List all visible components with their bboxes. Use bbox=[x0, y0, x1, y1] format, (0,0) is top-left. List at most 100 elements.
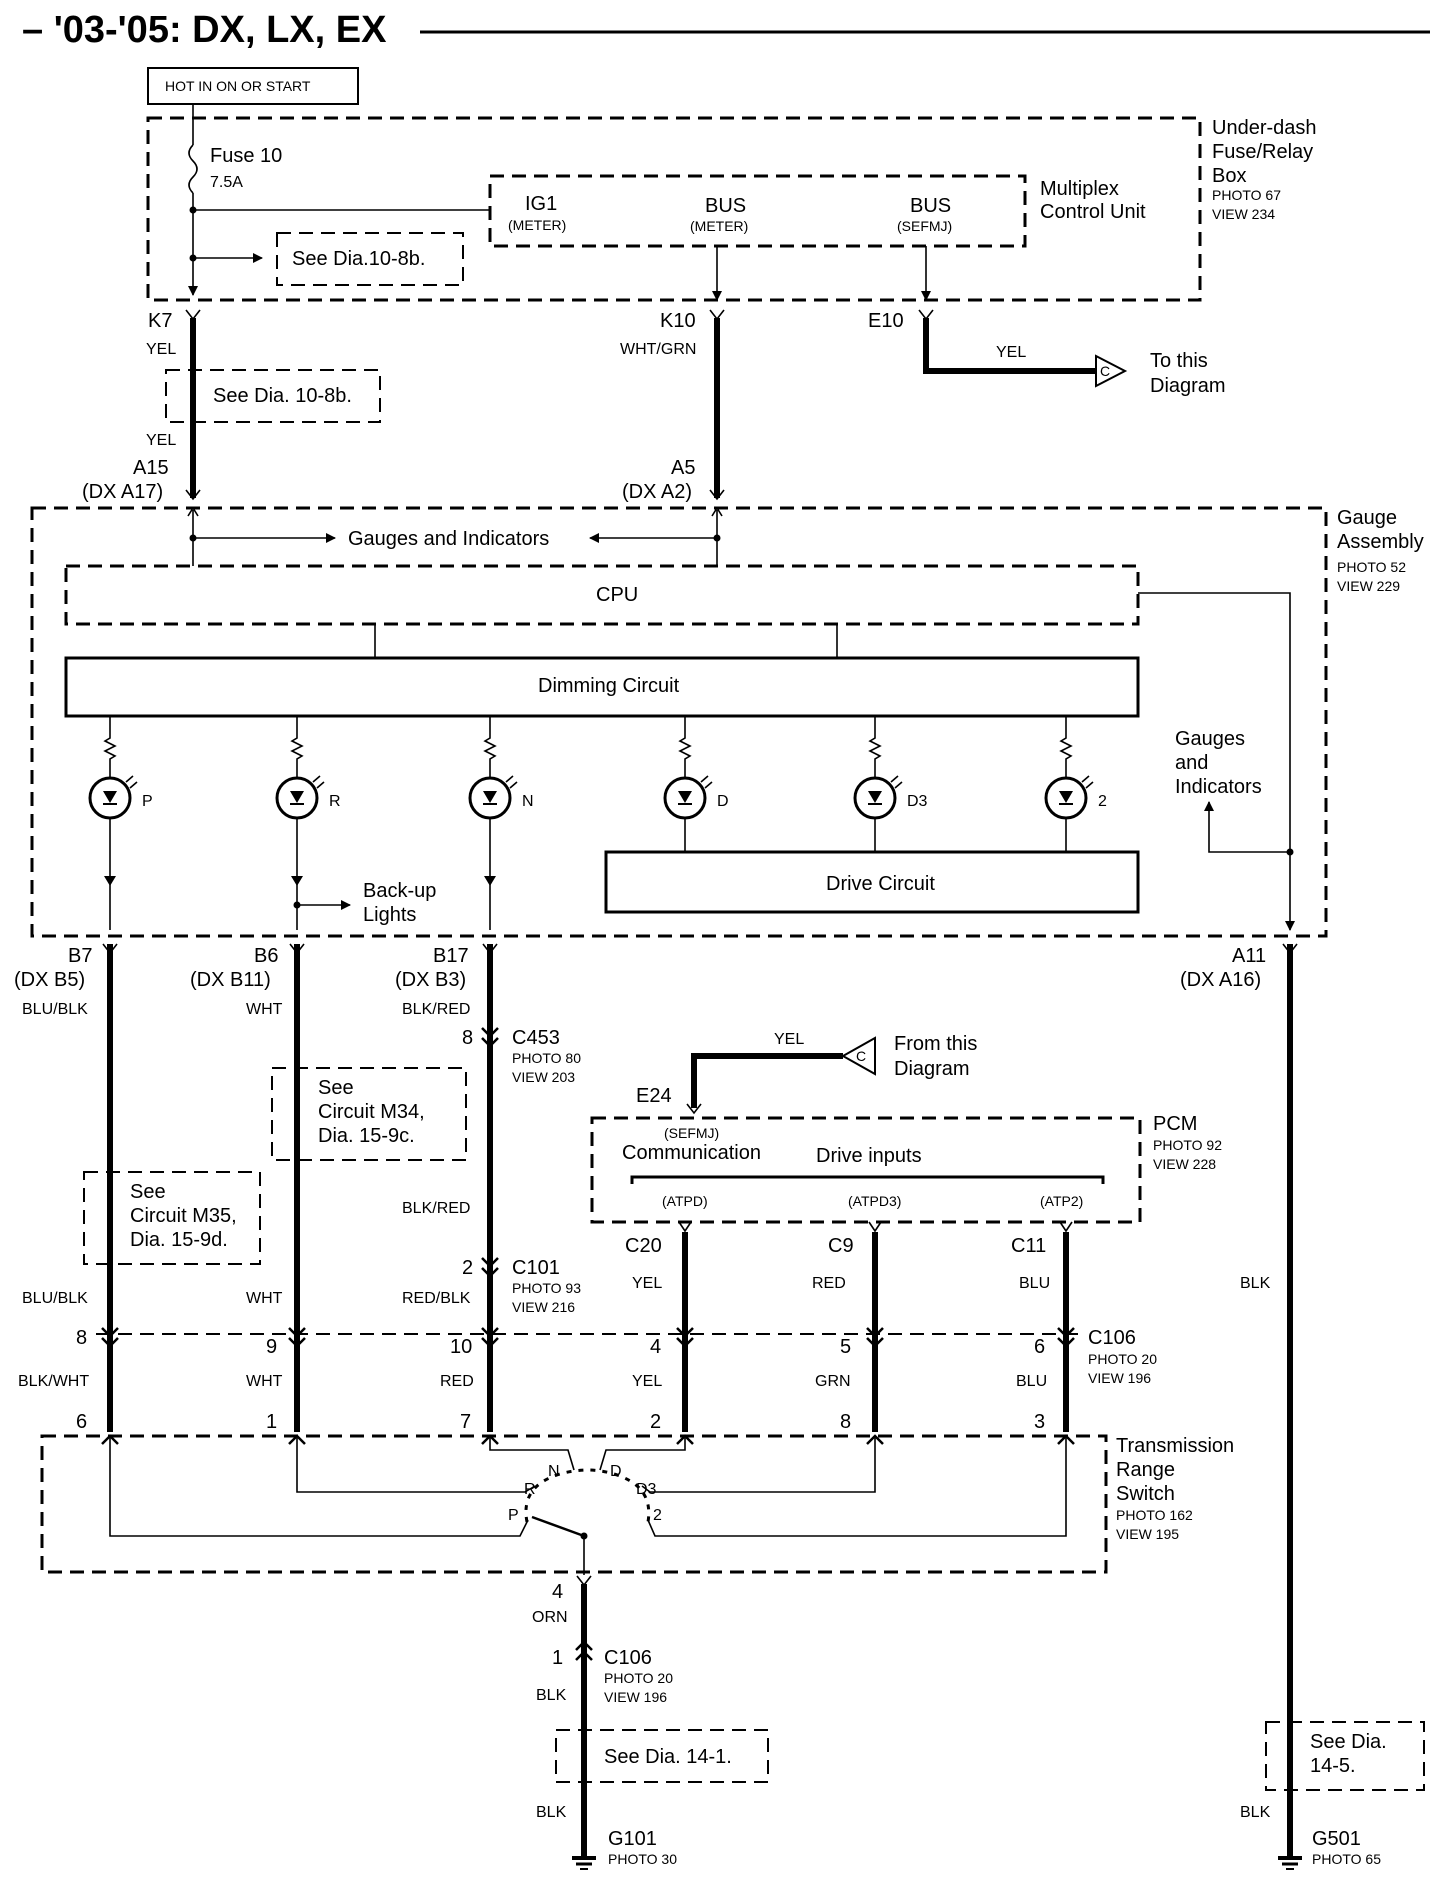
pcm-sefmj: (SEFMJ) bbox=[664, 1125, 719, 1141]
c106-pin-symbol bbox=[866, 1327, 884, 1348]
fuse-box-label-1: Under-dash bbox=[1212, 117, 1317, 139]
multiplex-control-unit-outline bbox=[488, 174, 1027, 248]
trs-label-1: Transmission bbox=[1116, 1435, 1234, 1457]
light-rays-icon bbox=[125, 775, 138, 789]
c101-pin: 2 bbox=[462, 1257, 473, 1279]
resistor-symbol bbox=[1059, 716, 1073, 778]
trs-wire-p bbox=[109, 1438, 529, 1537]
wire-color-k7: YEL bbox=[146, 341, 176, 358]
terminal-b6-dx: (DX B11) bbox=[190, 969, 271, 991]
junction-dot bbox=[189, 254, 197, 262]
gauges-indicators-right-3: Indicators bbox=[1175, 776, 1262, 798]
terminal-a15: A15 bbox=[133, 457, 169, 479]
pin-k10 bbox=[709, 309, 725, 321]
indicator-lamp-d: D bbox=[663, 716, 729, 852]
trs-wire-d bbox=[599, 1438, 686, 1471]
see-m35-2: Circuit M35, bbox=[130, 1205, 237, 1227]
from-diagram-label-1: From this bbox=[894, 1033, 977, 1055]
lamp-label: D3 bbox=[907, 793, 928, 810]
transmission-range-switch-outline bbox=[40, 1434, 1108, 1574]
wire-color: GRN bbox=[815, 1373, 851, 1390]
indicator-lamp-d3: D3 bbox=[853, 716, 928, 852]
power-source-label: HOT IN ON OR START bbox=[165, 78, 311, 94]
fuse-10-symbol bbox=[188, 144, 198, 194]
pcm-atp2: (ATP2) bbox=[1040, 1193, 1083, 1209]
pin-a15 bbox=[185, 489, 201, 501]
connector-c453-symbol bbox=[481, 1027, 499, 1048]
trs-pin: 3 bbox=[1034, 1411, 1045, 1433]
wire-color-a15: YEL bbox=[146, 432, 176, 449]
wire-color: WHT bbox=[246, 1290, 283, 1307]
diode-icon bbox=[484, 876, 496, 886]
wire-color: YEL bbox=[632, 1373, 662, 1390]
a15-tip bbox=[187, 506, 199, 517]
mcu-bus-sefmj: BUS bbox=[910, 195, 951, 217]
backup-lights-label-1: Back-up bbox=[363, 880, 436, 902]
wire-color-blk-g101b: BLK bbox=[536, 1804, 567, 1821]
led-icon bbox=[678, 791, 692, 803]
see-dia-10-8b-box-b bbox=[165, 369, 381, 423]
c106-pin-symbol bbox=[1057, 1327, 1075, 1348]
wire-color: BLU bbox=[1019, 1275, 1050, 1292]
see-dia-10-8b-b: See Dia. 10-8b. bbox=[213, 385, 352, 407]
junction-dot bbox=[189, 206, 197, 214]
resistor-symbol bbox=[678, 716, 692, 778]
trs-pos-p: P bbox=[508, 1507, 519, 1524]
c106-pin: 6 bbox=[1034, 1336, 1045, 1358]
pin-c20 bbox=[678, 1221, 692, 1233]
see-dia-14-5-2: 14-5. bbox=[1310, 1755, 1356, 1777]
dimming-circuit-label: Dimming Circuit bbox=[538, 675, 680, 697]
fuse-box-label-3: Box bbox=[1212, 165, 1246, 187]
wire-colors-upper: BLU/BLK WHT RED/BLK YEL RED BLU BLK bbox=[22, 1275, 1271, 1307]
pin-c9 bbox=[868, 1221, 882, 1233]
drive-circuit-block bbox=[604, 850, 1140, 914]
pin-b6 bbox=[289, 943, 305, 955]
c106-label: C106 bbox=[1088, 1327, 1136, 1349]
wire-e10-to-diagram bbox=[923, 318, 1096, 374]
trs-pos-2: 2 bbox=[653, 1507, 662, 1524]
trs-wiper-arm bbox=[531, 1515, 585, 1538]
trs-pos-n: N bbox=[548, 1463, 560, 1480]
trs-pin: 8 bbox=[840, 1411, 851, 1433]
resistor-symbol bbox=[290, 716, 304, 778]
c106-pin: 10 bbox=[450, 1336, 472, 1358]
c453-pin: 8 bbox=[462, 1027, 473, 1049]
c106b-label: C106 bbox=[604, 1647, 652, 1669]
mcu-bus-meter-sub: (METER) bbox=[690, 218, 748, 234]
mcu-bus-meter: BUS bbox=[705, 195, 746, 217]
gauges-indicators-right-1: Gauges bbox=[1175, 728, 1245, 750]
wire-color-b17: BLK/RED bbox=[402, 1001, 470, 1018]
indicator-lamp-2: 2 bbox=[1044, 716, 1107, 852]
cpu-to-a11-wire bbox=[1138, 592, 1295, 931]
c106-pin-symbol bbox=[101, 1327, 119, 1348]
terminal-c9: C9 bbox=[828, 1235, 854, 1257]
trs-photo: PHOTO 162 bbox=[1116, 1507, 1193, 1523]
trs-label-2: Range bbox=[1116, 1459, 1175, 1481]
terminal-a5-dx: (DX A2) bbox=[622, 481, 692, 503]
c106-pin-numbers: 8 9 10 4 5 6 bbox=[76, 1327, 1045, 1358]
junction-dot bbox=[713, 534, 721, 542]
wire-color-b7: BLU/BLK bbox=[22, 1001, 88, 1018]
pcm-outline bbox=[590, 1116, 1142, 1224]
trs-pin: 2 bbox=[650, 1411, 661, 1433]
power-source-box bbox=[147, 67, 359, 105]
fuse-10-label: Fuse 10 bbox=[210, 145, 282, 167]
see-dia-10-8b-box-a bbox=[276, 232, 464, 286]
junction-dot bbox=[189, 534, 197, 542]
pin-k7 bbox=[185, 309, 201, 321]
gauge-label-1: Gauge bbox=[1337, 507, 1397, 529]
see-m35-1: See bbox=[130, 1181, 166, 1203]
terminal-c20: C20 bbox=[625, 1235, 662, 1257]
c106-pin-symbol bbox=[288, 1327, 306, 1348]
gauge-photo: PHOTO 52 bbox=[1337, 559, 1406, 575]
see-dia-14-5-box bbox=[1265, 1721, 1425, 1791]
wire-color: YEL bbox=[632, 1275, 662, 1292]
led-icon bbox=[103, 791, 117, 803]
c106-pin: 5 bbox=[840, 1336, 851, 1358]
from-diagram-label-2: Diagram bbox=[894, 1058, 970, 1080]
ground-g101-symbol bbox=[572, 1856, 596, 1870]
trs-view: VIEW 195 bbox=[1116, 1526, 1179, 1542]
wire-color-e10: YEL bbox=[996, 344, 1026, 361]
gauges-indicators-center: Gauges and Indicators bbox=[348, 528, 549, 550]
